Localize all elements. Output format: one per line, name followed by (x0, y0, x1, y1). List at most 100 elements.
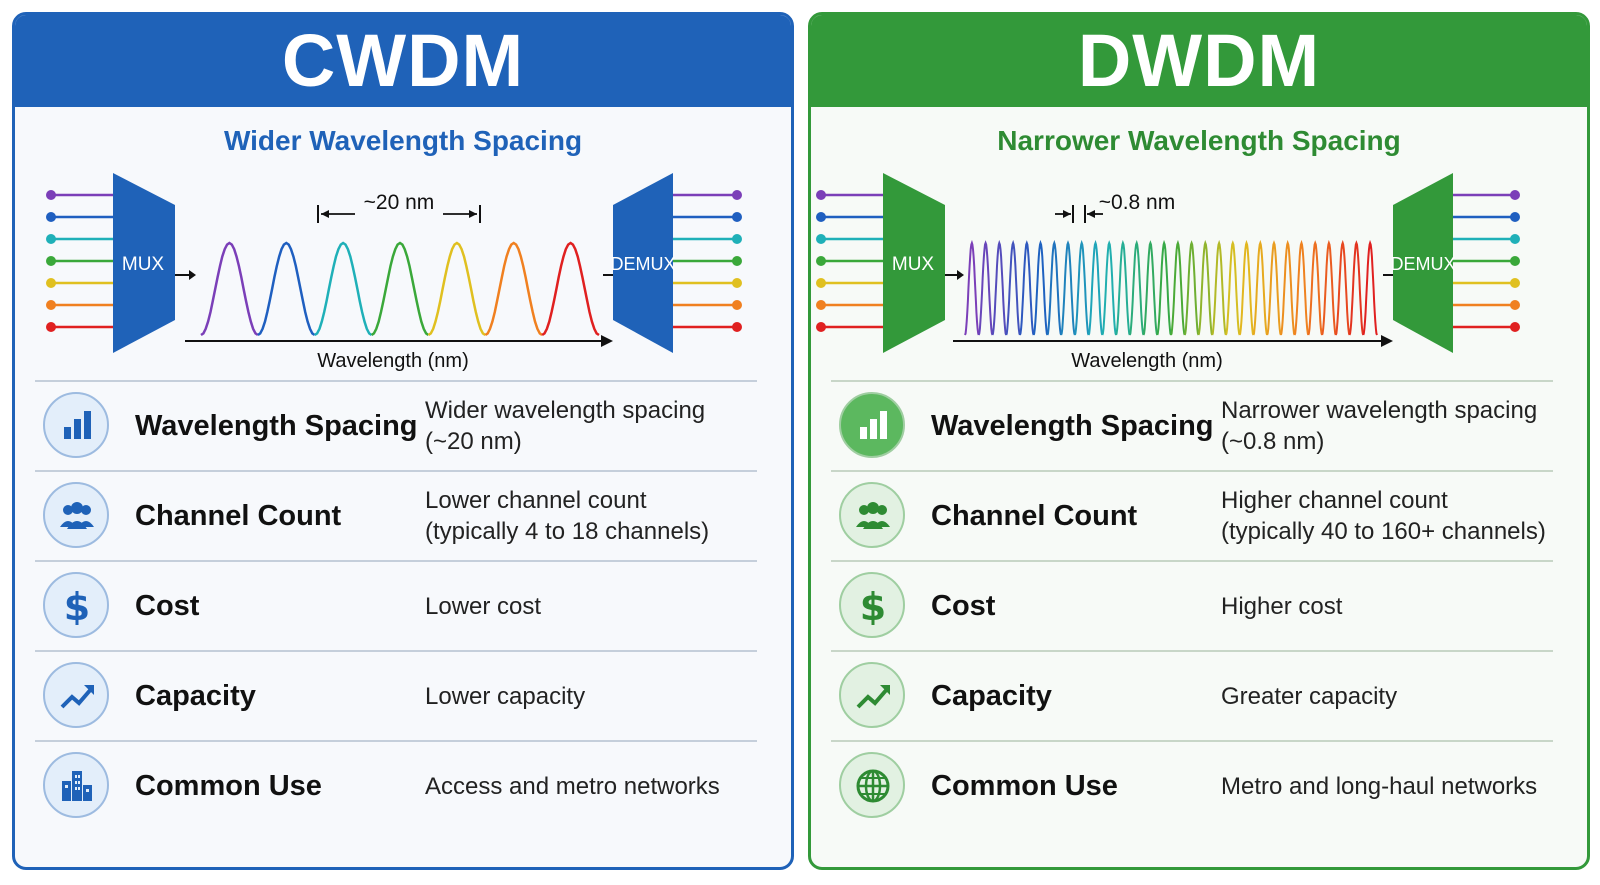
wavelength-peak (1307, 240, 1324, 336)
wavelength-peak (1183, 240, 1200, 336)
spacing-marker (317, 205, 481, 223)
row-value: Metro and long-haul networks (1221, 772, 1538, 800)
row-label: Wavelength Spacing (135, 410, 418, 442)
wavelength-peaks (964, 239, 1378, 336)
panel-subtitle: Wider Wavelength Spacing (223, 125, 583, 156)
spacing-marker (1055, 205, 1103, 223)
wavelength-peak (1156, 239, 1172, 336)
input-fiber-dot (816, 212, 826, 222)
table-row: Channel Count Higher channel count(typic… (831, 470, 1553, 560)
row-label: Wavelength Spacing (931, 410, 1214, 442)
wavelength-peak (1170, 239, 1186, 336)
cwdm-wavelength-diagram: MUX Wavelength (nm) ~20 nm DEMUX (46, 173, 742, 372)
output-fibers (673, 190, 742, 332)
output-fiber-dot (732, 234, 742, 244)
bar-chart-icon (43, 392, 109, 458)
table-row: $ Cost Higher cost (831, 560, 1553, 650)
wavelength-peaks (200, 241, 600, 337)
input-fiber-dot (46, 212, 56, 222)
globe-icon (839, 752, 905, 818)
row-value: Lower cost (425, 592, 542, 620)
input-fiber-dot (816, 278, 826, 288)
wavelength-peak (1224, 240, 1241, 336)
svg-text:$: $ (64, 587, 90, 625)
output-fiber-dot (1510, 278, 1520, 288)
spacing-label: ~20 nm (364, 191, 435, 214)
wavelength-peak (1321, 239, 1337, 336)
axis-arrow-head (601, 335, 613, 347)
mux-arrow-head (189, 270, 196, 280)
output-fibers (1453, 190, 1520, 332)
wavelength-peak (1018, 240, 1035, 336)
input-fiber-dot (46, 256, 56, 266)
table-row: $ Cost Lower cost (35, 560, 757, 650)
comparison-table: Wavelength Spacing Narrower wavelength s… (831, 380, 1553, 830)
mux-label: MUX (892, 254, 935, 275)
row-label: Capacity (135, 680, 256, 712)
row-label: Common Use (931, 770, 1118, 802)
demux-block (613, 173, 673, 353)
wavelength-peak (1142, 240, 1159, 336)
input-fiber-dot (46, 190, 56, 200)
wavelength-peak (1073, 239, 1090, 336)
output-fiber-dot (732, 212, 742, 222)
wavelength-peak (1087, 239, 1104, 336)
table-row: Capacity Lower capacity (35, 650, 757, 740)
wavelength-peak (1060, 240, 1076, 336)
output-fiber-dot (1510, 234, 1520, 244)
row-value: Higher cost (1221, 592, 1343, 620)
buildings-icon (43, 752, 109, 818)
row-label: Common Use (135, 770, 322, 802)
output-fiber-dot (732, 300, 742, 310)
wavelength-peak (964, 239, 980, 336)
wavelength-peak (200, 241, 259, 337)
row-label: Channel Count (931, 500, 1138, 532)
cwdm-panel: CWDM Wider Wavelength Spacing MUX Wavele… (12, 12, 794, 870)
panel-title: CWDM (15, 15, 791, 107)
wavelength-peak (1046, 239, 1063, 336)
row-value: Access and metro networks (425, 772, 720, 800)
wavelength-peak (257, 241, 316, 337)
svg-text:$: $ (860, 587, 886, 625)
wavelength-peak (1197, 239, 1214, 336)
people-icon (839, 482, 905, 548)
table-row: Common Use Access and metro networks (35, 740, 757, 830)
dollar-icon: $ (839, 572, 905, 638)
row-label: Cost (135, 590, 200, 622)
row-label: Cost (931, 590, 996, 622)
mux-block (113, 173, 175, 353)
wavelength-peak (1293, 239, 1310, 336)
output-fiber-dot (732, 190, 742, 200)
output-fiber-dot (1510, 212, 1520, 222)
input-fiber-dot (816, 234, 826, 244)
comparison-table: Wavelength Spacing Wider wavelength spac… (35, 380, 757, 830)
trend-up-icon (43, 662, 109, 728)
row-value: Lower channel count(typically 4 to 18 ch… (425, 487, 710, 545)
panel-title: DWDM (811, 15, 1587, 107)
input-fiber-dot (816, 322, 826, 332)
bar-chart-icon (839, 392, 905, 458)
wavelength-peak (991, 239, 1008, 336)
output-fiber-dot (732, 322, 742, 332)
input-fiber-dot (46, 234, 56, 244)
axis-arrow-head (1381, 335, 1393, 347)
wavelength-peak (1252, 239, 1269, 336)
axis-label: Wavelength (nm) (317, 350, 469, 372)
row-value: Wider wavelength spacing(~20 nm) (425, 397, 706, 455)
table-row: Capacity Greater capacity (831, 650, 1553, 740)
input-fiber-dot (816, 190, 826, 200)
dwdm-panel: DWDM Narrower Wavelength Spacing MUX Wav… (808, 12, 1590, 870)
input-fibers (46, 190, 113, 332)
input-fibers (816, 190, 883, 332)
row-value: Greater capacity (1221, 682, 1398, 710)
table-row: Wavelength Spacing Narrower wavelength s… (831, 380, 1553, 470)
wavelength-peak (1362, 239, 1378, 336)
wavelength-peak (1211, 239, 1227, 336)
mux-block (883, 173, 945, 353)
row-value: Higher channel count(typically 40 to 160… (1221, 487, 1546, 545)
wavelength-peak (1128, 239, 1145, 336)
wavelength-peak (427, 241, 486, 337)
wavelength-peak (1005, 239, 1021, 336)
output-fiber-dot (1510, 256, 1520, 266)
axis-label: Wavelength (nm) (1071, 350, 1223, 372)
